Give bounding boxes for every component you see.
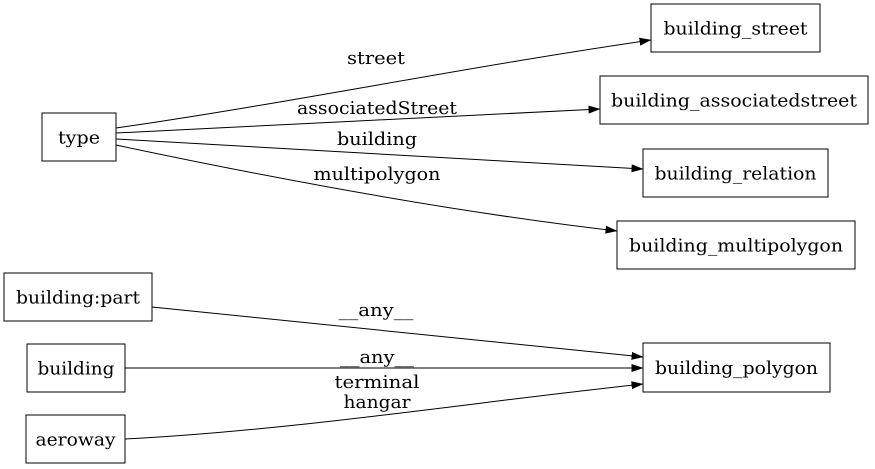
edge-label-type-to-building_multipolygon: multipolygon [314, 164, 441, 185]
node-box-building_multipolygon [616, 220, 856, 270]
node-label-building: building [38, 359, 115, 380]
node-box-building_associatedstreet [599, 75, 869, 125]
node-aeroway: aeroway [25, 414, 126, 464]
node-label-building_polygon: building_polygon [655, 358, 818, 379]
node-box-building_street [650, 3, 821, 53]
edge-line-type-to-building_multipolygon [115, 144, 618, 234]
node-label-building_street: building_street [664, 19, 809, 40]
node-box-building [26, 343, 126, 393]
node-building_multipolygon: building_multipolygon [616, 220, 856, 270]
edge-building-part-to-building_polygon: __any__ [151, 300, 644, 360]
edge-type-to-building_associatedstreet: associatedStreet [115, 98, 601, 134]
edge-label-aeroway-to-building_polygon-2: hangar [344, 392, 411, 413]
node-label-building_multipolygon: building_multipolygon [629, 236, 843, 257]
edge-label-type-to-building_street: street [347, 48, 406, 69]
edge-label-building-to-building_polygon: __any__ [340, 347, 414, 368]
node-label-type: type [58, 128, 100, 149]
edge-line-type-to-building_associatedstreet [115, 105, 601, 134]
node-building-part: building:part [3, 272, 153, 322]
edge-label-aeroway-to-building_polygon-1: terminal [335, 372, 420, 393]
node-label-aeroway: aeroway [36, 430, 117, 451]
node-label-building_relation: building_relation [655, 164, 817, 185]
node-label-building-part: building:part [16, 288, 141, 309]
node-box-type [41, 112, 117, 162]
edge-type-to-building_street: street [115, 37, 652, 129]
node-box-building_relation [642, 148, 829, 198]
node-building_relation: building_relation [642, 148, 829, 198]
node-building_associatedstreet: building_associatedstreet [599, 75, 869, 125]
edge-label-type-to-building_associatedstreet: associatedStreet [297, 98, 458, 119]
edge-type-to-building_multipolygon: multipolygon [115, 144, 618, 234]
node-box-building-part [3, 272, 153, 322]
node-box-aeroway [25, 414, 126, 464]
edge-line-building-part-to-building_polygon [151, 306, 644, 360]
edge-building-to-building_polygon: __any__ [125, 347, 644, 372]
edge-line-type-to-building_relation [115, 138, 644, 173]
edge-line-aeroway-to-building_polygon [124, 381, 644, 440]
edge-line-type-to-building_street [115, 37, 652, 129]
edge-label-type-to-building_relation: building [337, 129, 417, 150]
node-label-building_associatedstreet: building_associatedstreet [611, 91, 858, 112]
edge-label-building-part-to-building_polygon: __any__ [339, 300, 414, 321]
node-type: type [41, 112, 117, 162]
node-box-building_polygon [642, 342, 831, 393]
node-building: building [26, 343, 126, 393]
node-building_street: building_street [650, 3, 821, 53]
node-building_polygon: building_polygon [642, 342, 831, 393]
edge-type-to-building_relation: building [115, 129, 644, 173]
